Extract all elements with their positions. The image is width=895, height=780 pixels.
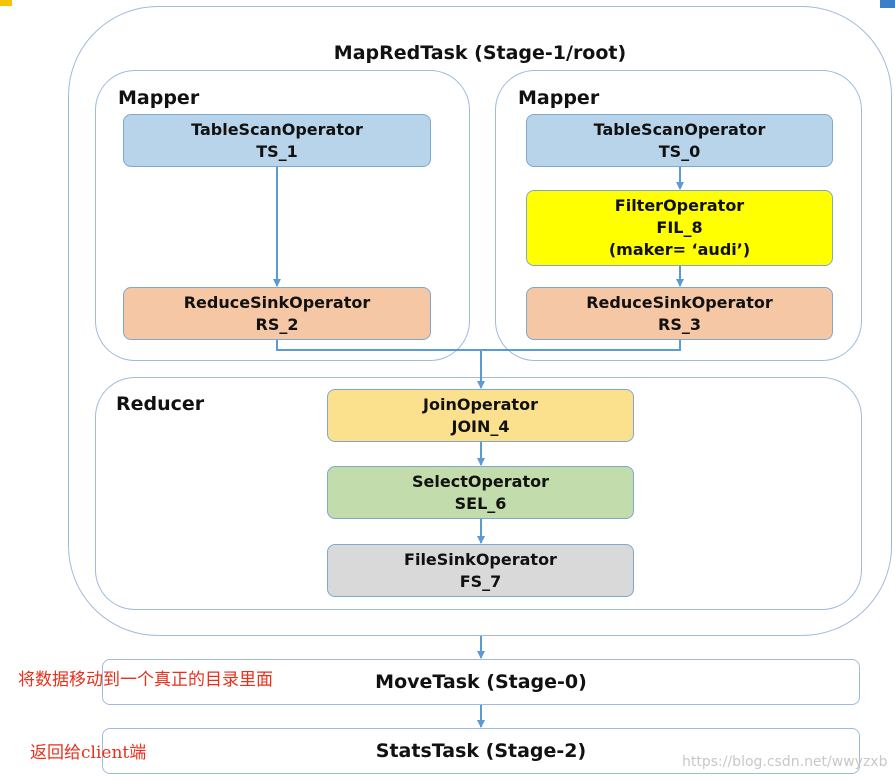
move-task-title: MoveTask (Stage-0) [375, 671, 587, 693]
rs3-name: ReduceSinkOperator [586, 292, 773, 312]
fs7-name: FileSinkOperator [404, 549, 557, 569]
ts1-id: TS_1 [256, 141, 298, 161]
rs2-name: ReduceSinkOperator [183, 292, 371, 312]
sel6-id: SEL_6 [454, 493, 507, 513]
reducer-title: Reducer [116, 393, 205, 415]
join4-name: JoinOperator [423, 394, 538, 414]
map-red-task-title: MapRedTask (Stage-1/root) [333, 42, 627, 64]
reduce-sink-operator-rs2: ReduceSinkOperator RS_2 [123, 287, 431, 340]
fs7-id: FS_7 [459, 571, 502, 591]
fil8-predicate: (maker= ‘audi’) [608, 240, 751, 259]
sel6-name: SelectOperator [412, 471, 549, 491]
table-scan-operator-ts1: TableScanOperator TS_1 [123, 114, 431, 167]
mapper-left-title: Mapper [118, 87, 200, 109]
select-operator-sel6: SelectOperator SEL_6 [327, 466, 634, 519]
stats-task: StatsTask (Stage-2) [102, 728, 860, 774]
ts0-name: TableScanOperator [593, 119, 766, 139]
corner-accent-left [0, 0, 12, 6]
join-operator-join4: JoinOperator JOIN_4 [327, 389, 634, 442]
fil8-id: FIL_8 [656, 218, 703, 237]
ts1-name: TableScanOperator [191, 119, 363, 139]
connector-rs2-rs3 [276, 340, 681, 351]
move-task-note: 将数据移动到一个真正的目录里面 [18, 670, 273, 690]
stats-task-title: StatsTask (Stage-2) [375, 740, 587, 762]
corner-accent-right [880, 0, 895, 8]
ts0-id: TS_0 [658, 141, 701, 161]
file-sink-operator-fs7: FileSinkOperator FS_7 [327, 544, 634, 597]
mapper-right-title: Mapper [518, 87, 600, 109]
filter-operator-fil8: FilterOperator FIL_8 (maker= ‘audi’) [526, 190, 833, 266]
rs3-id: RS_3 [658, 314, 701, 334]
stats-task-note: 返回给client端 [30, 743, 147, 763]
fil8-name: FilterOperator [614, 196, 745, 215]
watermark: https://blog.csdn.net/wwyzxb [682, 754, 888, 770]
table-scan-operator-ts0: TableScanOperator TS_0 [526, 114, 833, 167]
join4-id: JOIN_4 [451, 416, 510, 436]
move-task: MoveTask (Stage-0) [102, 659, 860, 705]
reduce-sink-operator-rs3: ReduceSinkOperator RS_3 [526, 287, 833, 340]
rs2-id: RS_2 [255, 314, 299, 334]
